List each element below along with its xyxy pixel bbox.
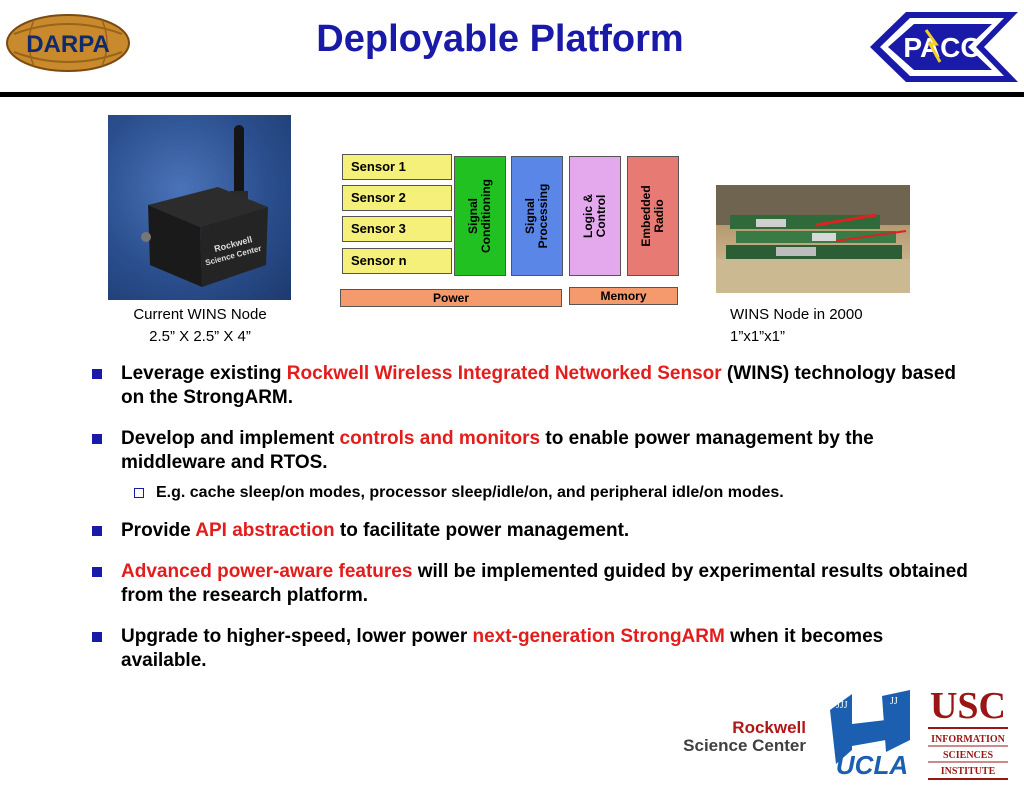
sub-bullet-item: E.g. cache sleep/on modes, processor sle… bbox=[134, 482, 974, 504]
node-2000-caption: WINS Node in 2000 1”x1”x1” bbox=[730, 304, 910, 348]
svg-text:JJ: JJ bbox=[890, 696, 898, 707]
rockwell-logo-line1: Rockwell bbox=[732, 718, 806, 737]
node-2000-caption-line2: 1”x1”x1” bbox=[730, 328, 786, 345]
pacc-logo-text: PACC bbox=[903, 32, 980, 63]
usc-isi-logo: USC INFORMATION SCIENCES INSTITUTE bbox=[926, 682, 1010, 782]
ucla-logo-text: UCLA bbox=[836, 750, 908, 778]
rockwell-logo-line2: Science Center bbox=[683, 736, 806, 755]
node-2000-caption-line1: WINS Node in 2000 bbox=[730, 306, 863, 323]
memory-bar: Memory bbox=[569, 287, 678, 305]
current-node-caption-line2: 2.5” X 2.5” X 4” bbox=[149, 328, 251, 345]
bullet-item: Develop and implement controls and monit… bbox=[92, 427, 972, 475]
bullet-square-icon bbox=[92, 369, 102, 379]
isi-line3: INSTITUTE bbox=[941, 766, 996, 777]
ucla-logo: JJJ JJ UCLA bbox=[826, 690, 918, 780]
current-wins-node-photo: Rockwell Science Center bbox=[108, 115, 291, 300]
wins-node-2000-photo bbox=[716, 185, 910, 293]
current-node-caption: Current WINS Node 2.5” X 2.5” X 4” bbox=[110, 304, 290, 348]
isi-line1: INFORMATION bbox=[931, 734, 1005, 745]
sensor-3-block: Sensor 3 bbox=[342, 216, 452, 242]
bullet-square-icon bbox=[92, 434, 102, 444]
sensor-2-block: Sensor 2 bbox=[342, 185, 452, 211]
bullet-item: Advanced power-aware features will be im… bbox=[92, 560, 972, 608]
bullet-item: Leverage existing Rockwell Wireless Inte… bbox=[92, 362, 972, 410]
page-title: Deployable Platform bbox=[316, 18, 684, 60]
isi-line2: SCIENCES bbox=[943, 750, 993, 761]
bullet-square-icon bbox=[92, 567, 102, 577]
darpa-logo-text: DARPA bbox=[26, 31, 110, 58]
usc-logo-text: USC bbox=[930, 685, 1006, 727]
hollow-square-icon bbox=[134, 488, 144, 498]
power-bar: Power bbox=[340, 289, 562, 307]
logic-control-block: Logic &Control bbox=[569, 156, 621, 276]
bullet-item: Provide API abstraction to facilitate po… bbox=[92, 519, 972, 543]
rockwell-science-center-logo: Rockwell Science Center bbox=[640, 718, 810, 756]
bullet-item: Upgrade to higher-speed, lower power nex… bbox=[92, 625, 972, 673]
pacc-logo: PACC bbox=[866, 10, 1022, 84]
bullet-square-icon bbox=[92, 632, 102, 642]
darpa-logo: DARPA bbox=[4, 12, 132, 74]
svg-text:JJJ: JJJ bbox=[836, 700, 848, 711]
sensor-1-block: Sensor 1 bbox=[342, 154, 452, 180]
bullet-square-icon bbox=[92, 526, 102, 536]
sensor-n-block: Sensor n bbox=[342, 248, 452, 274]
header-divider bbox=[0, 92, 1024, 97]
current-node-caption-line1: Current WINS Node bbox=[133, 306, 267, 323]
